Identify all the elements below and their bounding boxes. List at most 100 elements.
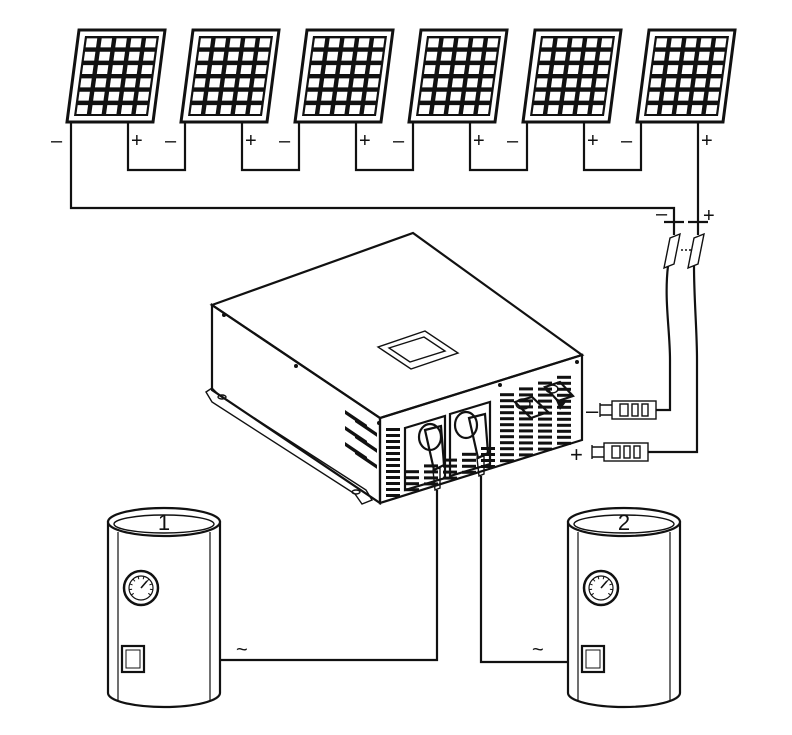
solar-cell xyxy=(348,105,361,114)
solar-panel-1: –+ xyxy=(51,28,167,152)
solar-cell xyxy=(663,91,675,101)
solar-cell xyxy=(681,65,694,74)
solar-cell xyxy=(595,78,607,88)
solar-cell xyxy=(354,65,366,74)
solar-cell xyxy=(223,78,236,88)
solar-cell xyxy=(195,65,208,74)
solar-cell xyxy=(313,38,326,48)
solar-cell xyxy=(107,91,120,101)
solar-cell xyxy=(425,51,438,61)
solar-cell xyxy=(311,51,324,61)
solar-cell xyxy=(91,105,103,114)
solar-cell xyxy=(655,38,668,48)
solar-cell xyxy=(236,91,249,101)
solar-cell xyxy=(372,38,385,48)
solar-cell xyxy=(582,65,594,74)
solar-cell xyxy=(666,65,679,74)
solar-cell xyxy=(100,38,113,48)
solar-cell xyxy=(466,78,479,88)
solar-cell xyxy=(571,38,583,48)
solar-cell xyxy=(257,51,269,61)
solar-cell xyxy=(207,91,219,101)
solar-cell xyxy=(479,91,492,101)
ac-output-socket-1 xyxy=(403,414,447,492)
solar-cell xyxy=(534,91,546,101)
heater-switch-icon xyxy=(580,644,606,674)
solar-cell xyxy=(694,78,707,88)
solar-cell xyxy=(567,65,580,74)
solar-cell xyxy=(470,51,482,61)
solar-cell xyxy=(234,105,247,114)
solar-cell xyxy=(242,51,254,61)
solar-cell xyxy=(472,38,484,48)
solar-cell xyxy=(253,78,265,88)
solar-cell xyxy=(464,91,477,101)
solar-cell xyxy=(462,105,475,114)
solar-cell xyxy=(229,38,241,48)
connector-minus-label: – xyxy=(586,398,599,423)
solar-cell xyxy=(451,78,464,88)
solar-cell xyxy=(309,65,322,74)
solar-cell xyxy=(337,78,350,88)
solar-cell xyxy=(597,65,609,74)
solar-cell xyxy=(449,91,462,101)
ac-symbol-left: ~ xyxy=(236,639,248,661)
solar-panel-2: –+ xyxy=(165,28,281,152)
solar-cell xyxy=(646,105,659,114)
solar-cell xyxy=(249,105,262,114)
solar-cell xyxy=(210,65,223,74)
mc4-connector-minus: – xyxy=(586,398,657,423)
solar-cell xyxy=(113,51,126,61)
solar-cell xyxy=(552,65,565,74)
solar-cell xyxy=(679,78,692,88)
solar-cell xyxy=(106,105,118,114)
solar-cell xyxy=(541,38,554,48)
solar-cell xyxy=(365,91,378,101)
solar-cell xyxy=(258,38,271,48)
solar-cell xyxy=(212,51,225,61)
solar-cell xyxy=(709,78,721,88)
solar-cell xyxy=(668,51,681,61)
solar-cell xyxy=(422,78,434,88)
solar-cell xyxy=(199,38,212,48)
solar-cell xyxy=(214,38,227,48)
solar-cell xyxy=(208,78,221,88)
solar-cell xyxy=(94,78,107,88)
solar-cell xyxy=(334,105,346,114)
solar-cell xyxy=(308,78,320,88)
solar-cell xyxy=(562,105,574,114)
ac-symbol-right: ~ xyxy=(532,639,544,661)
water-tank-2: 2 xyxy=(566,506,682,709)
solar-cell xyxy=(440,51,453,61)
solar-cell xyxy=(556,38,569,48)
solar-cell xyxy=(76,105,89,114)
solar-cell xyxy=(135,105,148,114)
solar-cell xyxy=(339,65,352,74)
solar-cell xyxy=(477,105,490,114)
solar-cell xyxy=(676,105,688,114)
solar-cell xyxy=(81,65,94,74)
solar-cell xyxy=(455,51,468,61)
solar-cell xyxy=(225,65,238,74)
solar-cell xyxy=(711,65,723,74)
ac-output-wires: ~ ~ xyxy=(220,476,568,664)
solar-cell xyxy=(713,51,725,61)
solar-cell xyxy=(436,78,449,88)
mppt-controller-unit xyxy=(205,231,585,506)
solar-cell xyxy=(321,91,333,101)
solar-cell xyxy=(319,105,331,114)
disconnect-plus-label: + xyxy=(703,205,715,227)
solar-cell xyxy=(139,78,151,88)
series-wiring xyxy=(126,135,643,172)
solar-cell xyxy=(532,105,545,114)
water-tank-1: 1 xyxy=(106,506,222,709)
solar-cell xyxy=(356,51,368,61)
solar-cell xyxy=(438,65,451,74)
panel-plus-label: + xyxy=(131,130,143,152)
solar-cell xyxy=(244,38,256,48)
solar-cell xyxy=(670,38,683,48)
solar-cell xyxy=(554,51,567,61)
solar-cell xyxy=(238,78,251,88)
solar-cell xyxy=(692,91,705,101)
dc-input-gland-2 xyxy=(543,380,575,410)
